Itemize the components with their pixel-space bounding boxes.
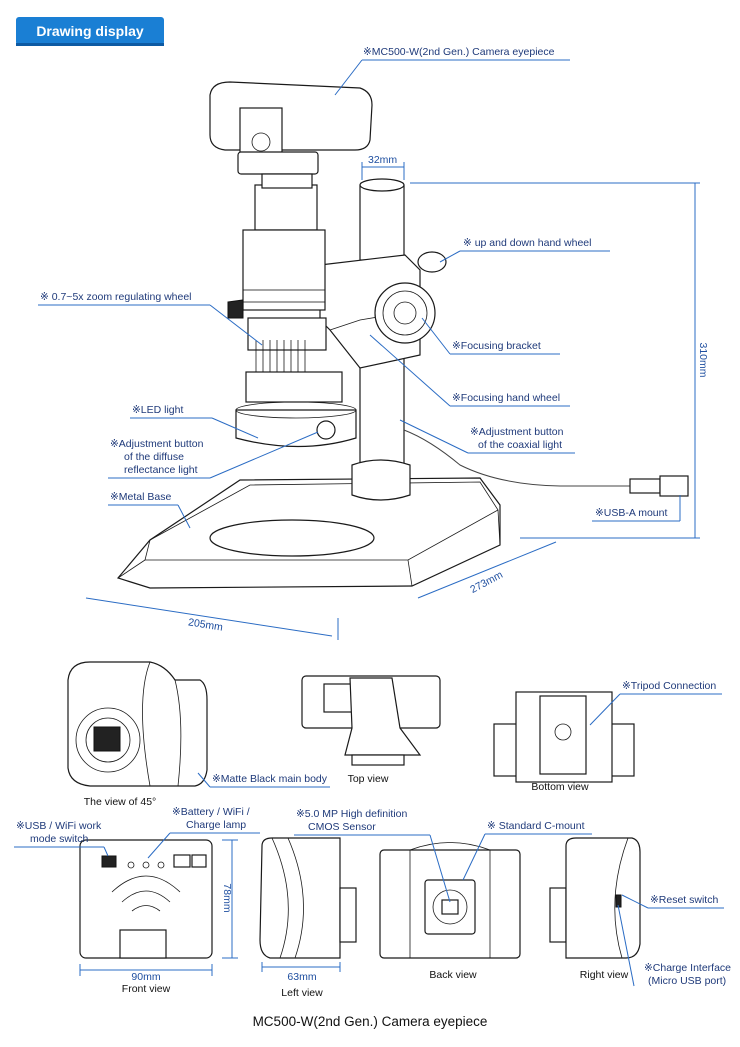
label-sensor-2: CMOS Sensor (308, 821, 376, 833)
label-adj-coaxial-2: of the coaxial light (478, 439, 562, 451)
dim-310: 310mm (697, 342, 709, 377)
caption-back: Back view (429, 969, 477, 981)
label-tripod: ※Tripod Connection (622, 680, 716, 692)
label-sensor-1: ※5.0 MP High definition (296, 808, 407, 820)
label-focusing-hand-wheel: ※Focusing hand wheel (452, 392, 560, 404)
bottom-view: Bottom view ※Tripod Connection (493, 680, 722, 793)
label-camera-eyepiece: ※MC500-W(2nd Gen.) Camera eyepiece (363, 46, 555, 58)
label-usb-wifi-1: ※USB / WiFi work (16, 820, 102, 832)
back-view: ※5.0 MP High definition CMOS Sensor ※ St… (294, 808, 592, 981)
label-up-down-wheel: ※ up and down hand wheel (463, 237, 591, 249)
label-adj-diffuse-3: reflectance light (124, 464, 198, 476)
label-focusing-bracket: ※Focusing bracket (452, 340, 541, 352)
caption-view45: The view of 45° (84, 796, 157, 808)
caption-top: Top view (348, 773, 389, 785)
label-led-light: ※LED light (132, 404, 183, 416)
front-view: ※USB / WiFi work mode switch ※Battery / … (14, 806, 260, 995)
dim-63: 63mm (287, 971, 316, 983)
left-view: 63mm Left view (259, 837, 357, 999)
right-view: ※Reset switch ※Charge Interface (Micro U… (549, 837, 731, 987)
label-usb-wifi-2: mode switch (30, 833, 89, 845)
top-view: Top view (301, 675, 441, 785)
label-zoom-wheel: ※ 0.7~5x zoom regulating wheel (40, 291, 192, 303)
label-metal-base: ※Metal Base (110, 491, 171, 503)
label-usb-a-mount: ※USB-A mount (595, 507, 667, 519)
microscope-drawing (116, 81, 689, 589)
header-badge: Drawing display (16, 17, 164, 46)
caption-bottom: Bottom view (531, 781, 589, 793)
dim-90: 90mm (131, 971, 160, 983)
caption-right: Right view (580, 969, 629, 981)
dim-205: 205mm (187, 616, 224, 633)
label-matte-body: ※Matte Black main body (212, 773, 328, 785)
view-45: The view of 45° ※Matte Black main body (67, 661, 330, 808)
dim-273: 273mm (468, 569, 505, 596)
label-charge-2: (Micro USB port) (648, 975, 726, 987)
label-adj-diffuse-2: of the diffuse (124, 451, 184, 463)
label-adj-coaxial-1: ※Adjustment button (470, 426, 564, 438)
label-cmount: ※ Standard C-mount (487, 820, 585, 832)
label-charge-1: ※Charge Interface (644, 962, 731, 974)
caption-left: Left view (281, 987, 323, 999)
focusing-wheel-shape (374, 282, 436, 344)
footer-title: MC500-W(2nd Gen.) Camera eyepiece (253, 1014, 488, 1029)
label-reset: ※Reset switch (650, 894, 718, 906)
main-callouts: ※MC500-W(2nd Gen.) Camera eyepiece ※ up … (38, 46, 681, 529)
dim-32: 32mm (368, 154, 397, 166)
dim-78: 78mm (221, 883, 233, 912)
caption-front: Front view (122, 983, 171, 995)
header-title: Drawing display (36, 23, 144, 39)
camera-head-shape (209, 81, 373, 151)
label-battery-1: ※Battery / WiFi / (172, 806, 250, 818)
label-battery-2: Charge lamp (186, 819, 246, 831)
label-adj-diffuse-1: ※Adjustment button (110, 438, 204, 450)
